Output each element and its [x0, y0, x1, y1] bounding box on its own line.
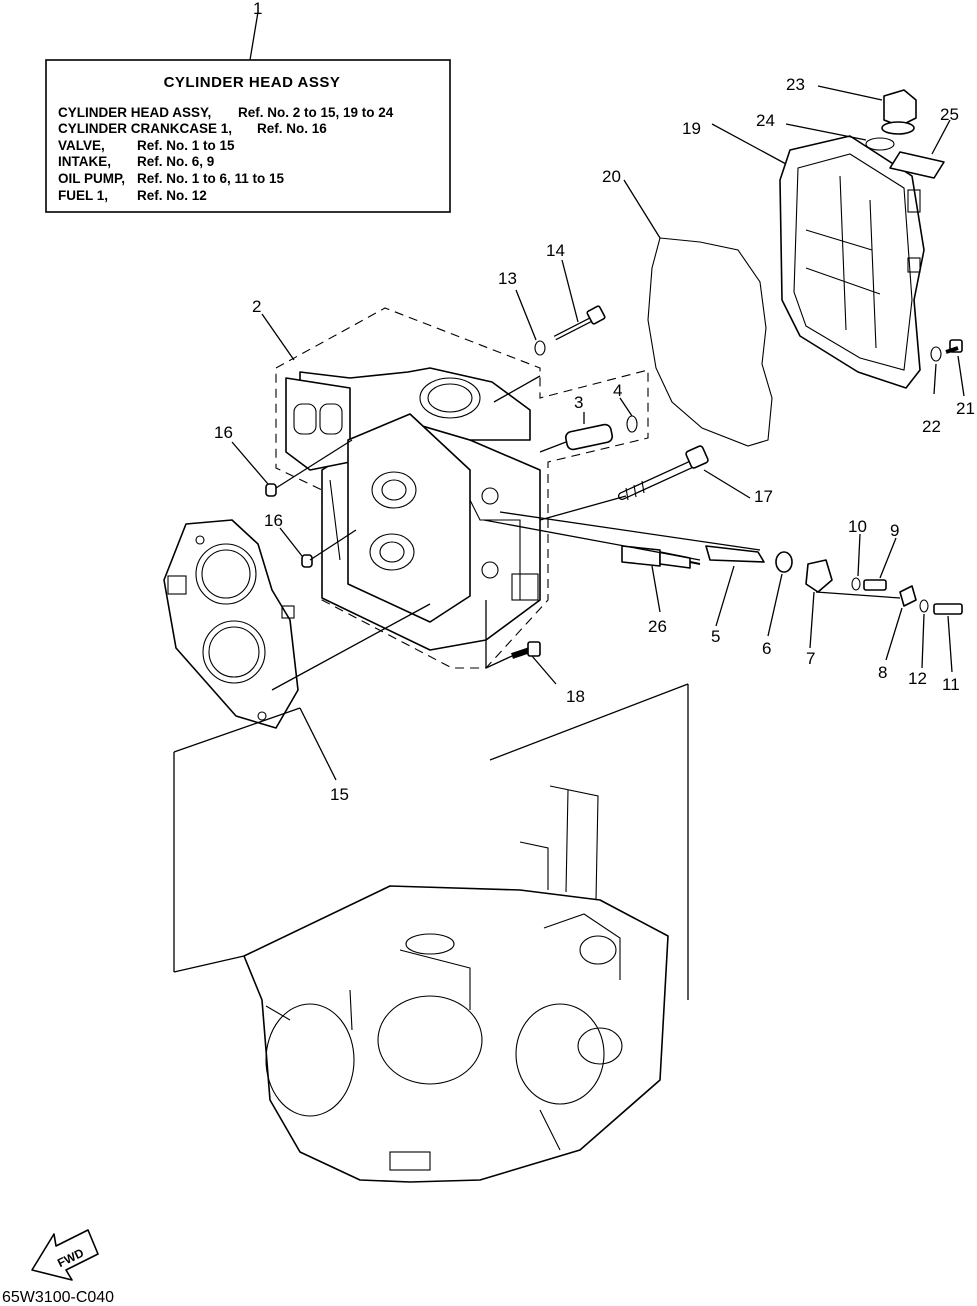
spark-plug-part	[621, 545, 701, 569]
callout-5: 5	[711, 627, 720, 646]
clip-part	[626, 415, 638, 433]
diagram-code: 65W3100-C040	[2, 1289, 114, 1306]
bolt-part	[863, 579, 887, 591]
washer-part	[919, 599, 929, 613]
bracket-part	[899, 585, 917, 607]
callout-20: 20	[602, 167, 621, 186]
callout-17: 17	[754, 487, 773, 506]
cylinder-block-part	[243, 785, 669, 1183]
callout-11: 11	[942, 675, 960, 694]
callout-2: 2	[252, 297, 261, 316]
reference-line-ref: Ref. No. 1 to 6, 11 to 15	[137, 171, 285, 186]
leader-lines	[173, 11, 965, 1000]
callout-13: 13	[498, 269, 517, 288]
sleeve-part	[564, 423, 614, 451]
o-ring-part	[865, 137, 895, 151]
reference-line-ref: Ref. No. 16	[257, 121, 327, 136]
callout-19: 19	[682, 119, 701, 138]
callout-23: 23	[786, 75, 805, 94]
callout-9: 9	[890, 521, 899, 540]
reference-line-ref: Ref. No. 6, 9	[137, 154, 214, 169]
reference-line-name: CYLINDER HEAD ASSY,	[58, 105, 211, 120]
reference-line-name: OIL PUMP,	[58, 171, 125, 186]
callout-21: 21	[956, 399, 975, 418]
bolt-part	[933, 603, 963, 615]
reference-line-name: INTAKE,	[58, 154, 111, 169]
callout-3: 3	[574, 393, 583, 412]
callout-25: 25	[940, 105, 959, 124]
reference-line: FUEL 1, Ref. No. 12	[58, 188, 207, 203]
callout-6: 6	[762, 639, 771, 658]
dowel-pin-part	[301, 554, 313, 568]
callout-12: 12	[908, 669, 927, 688]
washer-part	[534, 340, 546, 356]
reference-line-name: CYLINDER CRANKCASE 1,	[58, 121, 232, 136]
callout-24: 24	[756, 111, 775, 130]
cylinder-head-cover-part	[779, 135, 925, 389]
cylinder-head-part	[275, 307, 649, 669]
callout-10: 10	[848, 517, 867, 536]
callout-26: 26	[648, 617, 667, 636]
grommet-part	[775, 551, 793, 573]
callout-16: 16	[214, 423, 233, 442]
reference-box-heading: CYLINDER HEAD ASSY	[164, 74, 341, 91]
stud-bolt-part	[618, 445, 709, 501]
washer-part	[930, 346, 942, 362]
callout-22: 22	[922, 417, 941, 436]
label-part	[889, 151, 945, 179]
reference-line: CYLINDER HEAD ASSY, Ref. No. 2 to 15, 19…	[58, 105, 394, 120]
reference-line-name: FUEL 1,	[58, 188, 108, 203]
reference-line: OIL PUMP, Ref. No. 1 to 6, 11 to 15	[58, 171, 285, 186]
washer-part	[851, 577, 861, 591]
callout-18: 18	[566, 687, 585, 706]
callout-1: 1	[253, 0, 262, 18]
callout-8: 8	[878, 663, 887, 682]
bolt-part	[511, 641, 541, 659]
reference-line-ref: Ref. No. 12	[137, 188, 207, 203]
cover-gasket-part	[647, 237, 773, 447]
reference-line-ref: Ref. No. 1 to 15	[137, 138, 235, 153]
reference-line-ref: Ref. No. 2 to 15, 19 to 24	[238, 105, 394, 120]
callout-7: 7	[806, 649, 815, 668]
callout-14: 14	[546, 241, 565, 260]
reference-line-name: VALVE,	[58, 138, 105, 153]
bolt-part	[553, 305, 606, 341]
reference-box: CYLINDER HEAD ASSY CYLINDER HEAD ASSY, R…	[45, 59, 451, 213]
head-gasket-part	[163, 519, 299, 729]
reference-line: VALVE, Ref. No. 1 to 15	[58, 138, 235, 153]
valve-part	[705, 545, 765, 563]
callout-4: 4	[613, 381, 622, 400]
oil-cap-part	[881, 89, 917, 135]
callout-15: 15	[330, 785, 349, 804]
forward-arrow-icon: FWD	[31, 1229, 99, 1281]
dowel-pin-part	[265, 483, 277, 497]
reference-line: INTAKE, Ref. No. 6, 9	[58, 154, 214, 169]
reference-line: CYLINDER CRANKCASE 1, Ref. No. 16	[58, 121, 327, 136]
callout-16: 16	[264, 511, 283, 530]
thermostat-part	[805, 559, 833, 593]
callout-labels: 1 2 3 4 5 6 7 8 9 10 11 12 13 14 15 16 1…	[214, 0, 975, 804]
